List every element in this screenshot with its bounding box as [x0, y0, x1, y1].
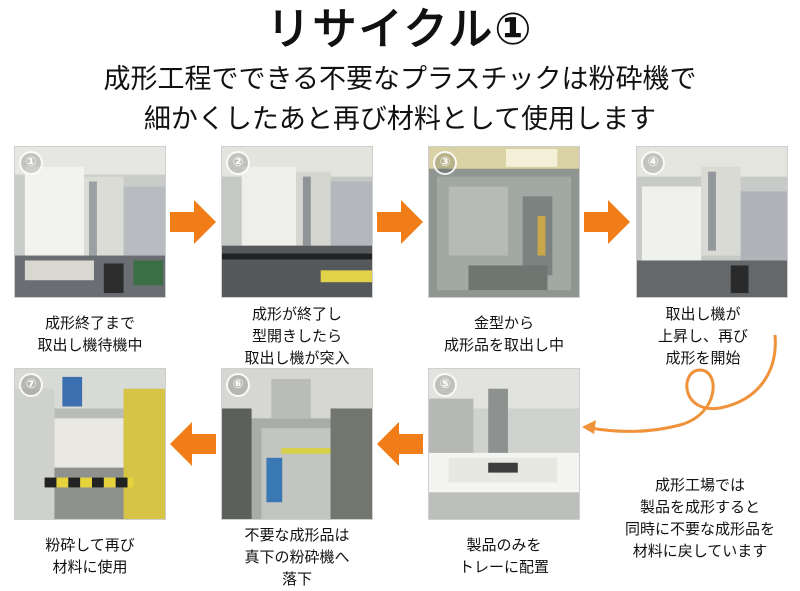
step-5-caption: 製品のみを トレーに配置 — [458, 536, 549, 576]
arrow-right-3 — [584, 200, 630, 244]
step-3-badge: ③ — [433, 151, 457, 175]
arrow-right-1 — [170, 200, 216, 244]
arrow-right-2 — [377, 200, 423, 244]
step-5-photo: ⑤ — [428, 368, 580, 520]
step-1-caption: 成形終了まで 取出し機待機中 — [37, 314, 143, 354]
step-6-caption: 不要な成形品は 真下の粉砕機へ 落下 — [244, 526, 350, 588]
step-2-photo: ② — [221, 146, 373, 298]
step-4-caption: 取出し機が 上昇し、再び 成形を開始 — [657, 305, 748, 367]
step-4-badge: ④ — [641, 151, 665, 175]
step-2-caption: 成形が終了し 型開きしたら 取出し機が突入 — [244, 305, 350, 367]
step-7-badge: ⑦ — [19, 373, 43, 397]
step-6-photo: ⑥ — [221, 368, 373, 520]
step-7-caption: 粉砕して再び 材料に使用 — [45, 536, 135, 576]
step-3-caption: 金型から 成形品を取出し中 — [443, 314, 564, 354]
step-7-photo: ⑦ — [14, 368, 166, 520]
curved-arrow — [582, 334, 777, 434]
side-note: 成形工場では 製品を成形すると 同時に不要な成形品を 材料に戻しています — [624, 476, 775, 560]
arrow-left-2 — [377, 422, 423, 466]
subtitle-line-1: 成形工程でできる不要なプラスチックは粉砕機で — [103, 64, 697, 95]
step-1-photo: ① — [14, 146, 166, 298]
step-3-photo: ③ — [428, 146, 580, 298]
arrow-left-1 — [170, 422, 216, 466]
step-2-badge: ② — [226, 151, 250, 175]
subtitle-line-2: 細かくしたあと再び材料として使用します — [143, 104, 657, 135]
step-5-badge: ⑤ — [433, 373, 457, 397]
step-1-badge: ① — [19, 151, 43, 175]
step-6-badge: ⑥ — [226, 373, 250, 397]
step-4-photo: ④ — [636, 146, 788, 298]
page-title: リサイクル① — [266, 4, 534, 55]
